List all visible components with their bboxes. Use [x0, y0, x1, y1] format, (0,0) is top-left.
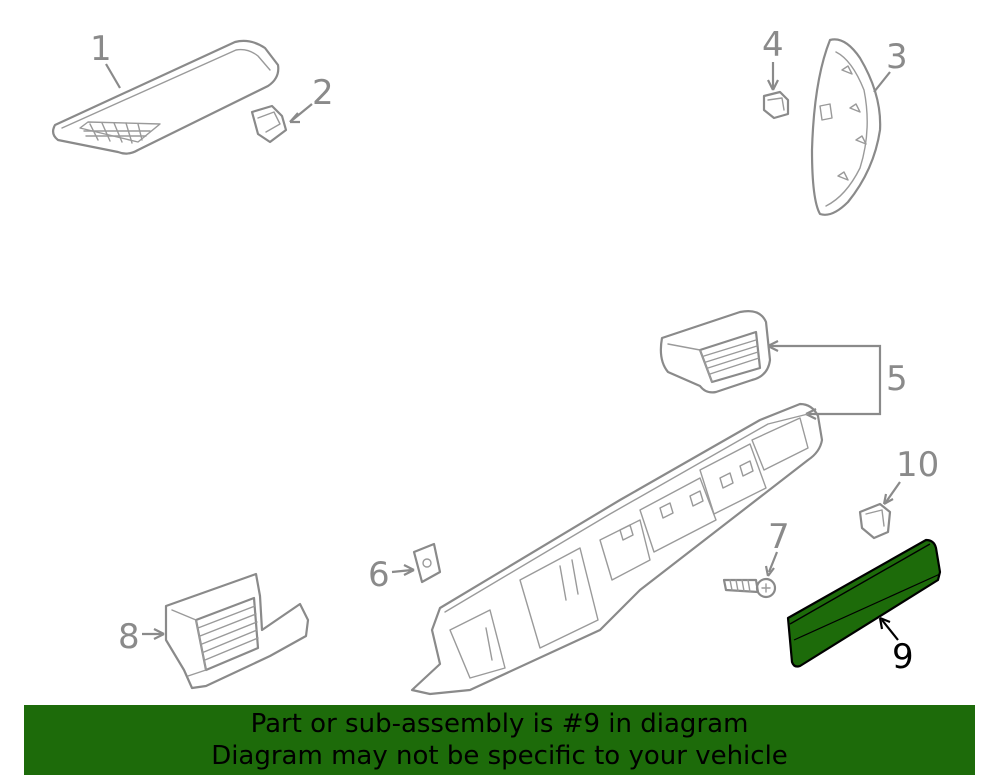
callout-5: 5: [767, 340, 908, 420]
callout-4-label: 4: [762, 25, 784, 65]
callout-2-label: 2: [312, 73, 334, 113]
part-8-lower-vent: [164, 572, 310, 690]
part-5-upper-vent: [659, 310, 772, 394]
callout-7: 7: [764, 517, 790, 577]
callout-9: 9: [878, 616, 914, 677]
callout-4: 4: [762, 25, 784, 91]
callout-7-label: 7: [768, 517, 790, 557]
callout-8: 8: [118, 617, 165, 657]
part-6-plate: [412, 542, 442, 584]
callout-5-label: 5: [886, 359, 908, 399]
callout-3-label: 3: [886, 37, 908, 77]
part-10-clip: [858, 502, 892, 540]
notice-banner: Part or sub-assembly is #9 in diagram Di…: [24, 705, 975, 775]
callout-3: 3: [873, 37, 908, 93]
callout-6: 6: [368, 555, 415, 595]
callout-10: 10: [882, 445, 939, 505]
callout-1-label: 1: [90, 29, 112, 69]
part-7-screw: [722, 577, 777, 599]
banner-line-1: Part or sub-assembly is #9 in diagram: [250, 709, 749, 739]
callout-10-label: 10: [896, 445, 939, 485]
part-2-clip: [250, 104, 288, 144]
callout-2: 2: [289, 73, 334, 124]
part-9-trim-strip-highlighted: [786, 538, 942, 668]
callout-6-label: 6: [368, 555, 390, 595]
callout-1: 1: [90, 29, 121, 89]
banner-line-2: Diagram may not be specific to your vehi…: [211, 741, 788, 771]
dash-bezel-panel: [410, 402, 824, 696]
callout-9-label: 9: [892, 637, 914, 677]
callout-8-label: 8: [118, 617, 140, 657]
part-1-grille-panel: [51, 39, 280, 155]
part-4-clip: [762, 90, 790, 120]
part-3-trim-panel: [810, 38, 882, 216]
